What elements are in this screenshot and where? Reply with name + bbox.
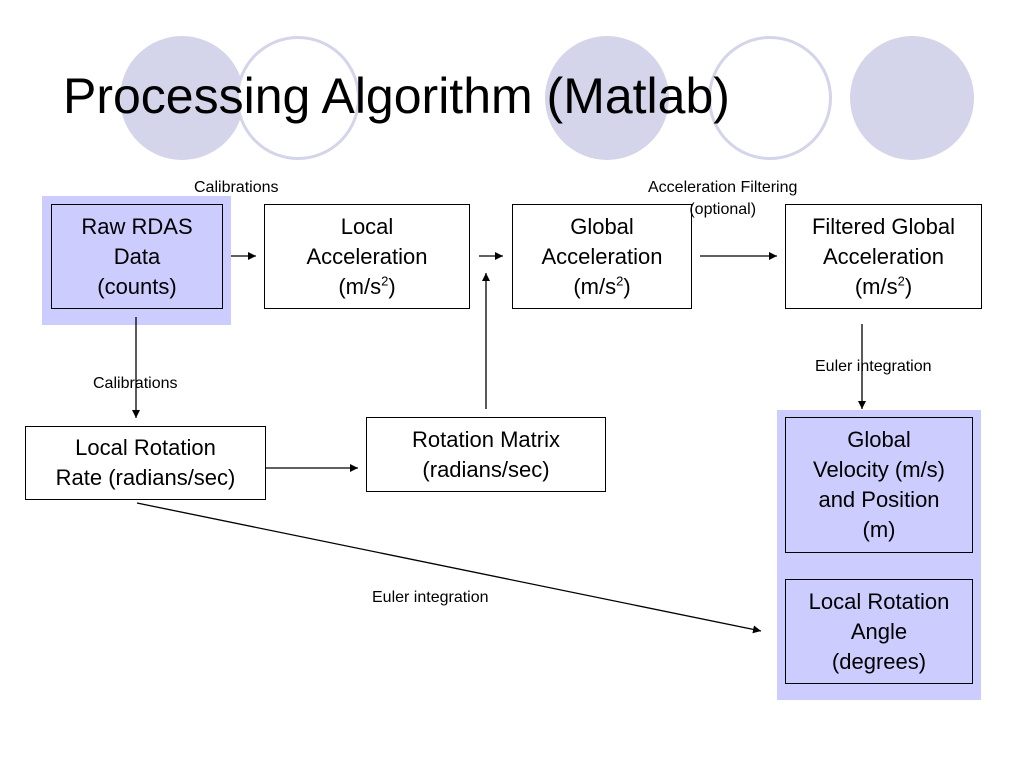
- local-accel-line1: Local: [340, 213, 394, 239]
- rotation-matrix-box: Rotation Matrix (radians/sec): [366, 417, 606, 492]
- local-rotation-angle-line1: Local Rotation: [808, 588, 950, 614]
- unit-text: (m/s: [338, 273, 382, 299]
- global-velocity-line3: and Position: [818, 487, 940, 512]
- global-velocity-line1: Global: [847, 427, 911, 452]
- raw-rdas-line2: Data: [113, 243, 161, 269]
- arrow-rotation-rate-to-angle: [136, 502, 762, 634]
- global-accel-unit: (m/s2): [573, 272, 630, 302]
- global-accel-line1: Global: [570, 213, 634, 239]
- unit-superscript: 2: [616, 273, 624, 289]
- decor-circle-4: [708, 36, 832, 160]
- calibrations-label-left: Calibrations: [93, 375, 178, 392]
- local-rotation-rate-line1: Local Rotation: [75, 435, 216, 460]
- local-rotation-rate-box: Local Rotation Rate (radians/sec): [25, 426, 266, 500]
- local-rotation-angle-line3: (degrees): [831, 648, 927, 674]
- global-velocity-line2: Velocity (m/s): [812, 457, 946, 482]
- euler-integration-label-right: Euler integration: [815, 358, 932, 375]
- local-rotation-angle-box: Local Rotation Angle (degrees): [785, 579, 973, 684]
- unit-close: ): [623, 273, 631, 299]
- unit-close: ): [388, 273, 396, 299]
- decor-circle-5: [850, 36, 974, 160]
- filtered-global-acceleration-box: Filtered Global Acceleration (m/s2): [785, 204, 982, 309]
- acceleration-filtering-line1: Acceleration Filtering: [648, 179, 798, 196]
- decor-circle-3: [545, 36, 669, 160]
- slide-title: Processing Algorithm (Matlab): [63, 68, 730, 124]
- raw-rdas-line3: (counts): [97, 273, 177, 299]
- unit-superscript: 2: [897, 273, 905, 289]
- calibrations-label-top: Calibrations: [194, 179, 279, 196]
- filtered-accel-unit: (m/s2): [855, 272, 912, 302]
- decor-circle-2: [236, 36, 360, 160]
- global-velocity-line4: (m): [862, 517, 896, 542]
- local-accel-unit: (m/s2): [338, 272, 395, 302]
- unit-text: (m/s: [573, 273, 617, 299]
- acceleration-filtering-line2: (optional): [689, 201, 757, 218]
- raw-rdas-data-box: Raw RDAS Data (counts): [51, 204, 223, 309]
- global-velocity-position-box: Global Velocity (m/s) and Position (m): [785, 417, 973, 553]
- unit-text: (m/s: [854, 273, 898, 299]
- local-accel-line2: Acceleration: [306, 243, 428, 269]
- unit-close: ): [904, 273, 913, 299]
- local-rotation-rate-line2: Rate (radians/sec): [55, 465, 236, 490]
- local-rotation-angle-line2: Angle: [850, 618, 908, 644]
- acceleration-filtering-label: Acceleration Filtering (optional): [648, 177, 797, 221]
- filtered-accel-line1: Filtered Global: [811, 213, 956, 239]
- rotation-matrix-line2: (radians/sec): [422, 456, 550, 482]
- unit-superscript: 2: [381, 273, 389, 289]
- global-accel-line2: Acceleration: [541, 243, 663, 269]
- euler-integration-label-bottom: Euler integration: [372, 589, 489, 606]
- rotation-matrix-line1: Rotation Matrix: [412, 426, 560, 452]
- filtered-accel-line2: Acceleration: [822, 243, 945, 269]
- global-acceleration-box: Global Acceleration (m/s2): [512, 204, 692, 309]
- decor-circle-1: [120, 36, 244, 160]
- local-acceleration-box: Local Acceleration (m/s2): [264, 204, 470, 309]
- raw-rdas-line1: Raw RDAS: [81, 213, 193, 239]
